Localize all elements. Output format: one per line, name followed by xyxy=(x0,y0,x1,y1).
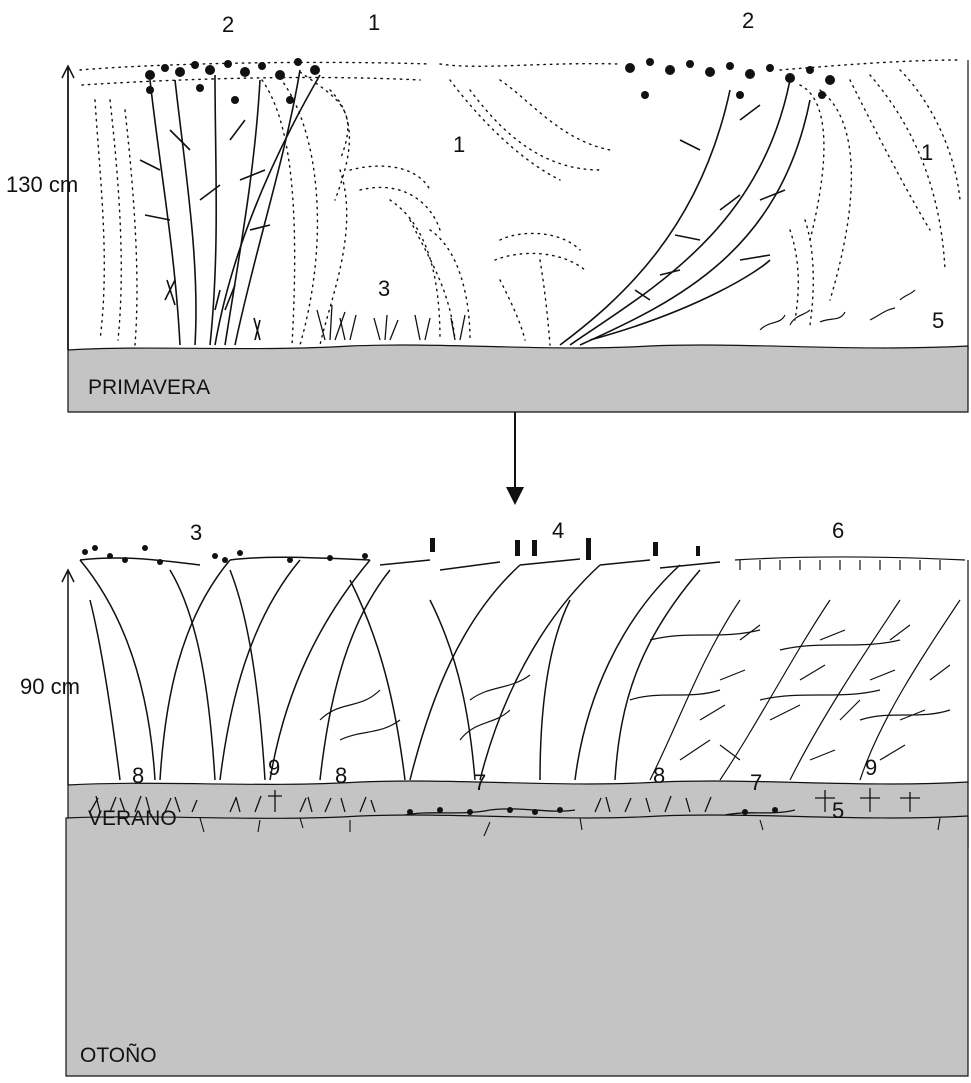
label-8-a: 8 xyxy=(132,765,144,787)
flowering-plant-left xyxy=(140,70,320,345)
label-1-right: 1 xyxy=(921,142,933,164)
label-7-b: 7 xyxy=(750,772,762,794)
height-arrow-primavera xyxy=(62,66,74,350)
label-3-summer: 3 xyxy=(190,522,202,544)
label-2-left: 2 xyxy=(222,14,234,36)
flow-arrow-1 xyxy=(506,412,524,505)
season-label-verano: VERANO xyxy=(88,808,177,829)
small-plants xyxy=(760,290,915,330)
label-9-b: 9 xyxy=(865,757,877,779)
flower-spikes xyxy=(430,538,700,560)
branched-shrubs xyxy=(320,557,965,780)
label-5-summer: 5 xyxy=(832,800,844,822)
label-1-top: 1 xyxy=(368,12,380,34)
grass-seedheads xyxy=(82,545,368,565)
height-label-verano: 90 cm xyxy=(20,676,80,698)
summer-grasses xyxy=(80,557,720,780)
height-label-primavera: 130 cm xyxy=(6,174,78,196)
ground-otono xyxy=(66,815,968,1076)
season-label-otono: OTOÑO xyxy=(80,1045,157,1066)
label-1-center: 1 xyxy=(453,134,465,156)
stipple-canopy xyxy=(80,60,960,345)
label-2-right: 2 xyxy=(742,10,754,32)
label-9-a: 9 xyxy=(268,757,280,779)
label-8-b: 8 xyxy=(335,765,347,787)
label-7-a: 7 xyxy=(474,772,486,794)
label-8-c: 8 xyxy=(653,765,665,787)
label-3: 3 xyxy=(378,278,390,300)
label-4: 4 xyxy=(552,520,564,542)
flowering-plant-right xyxy=(560,80,810,345)
label-6: 6 xyxy=(832,520,844,542)
panel-otono xyxy=(66,788,968,1076)
grass-tufts xyxy=(317,305,465,340)
season-label-primavera: PRIMAVERA xyxy=(88,377,210,398)
label-5: 5 xyxy=(932,310,944,332)
panel-primavera xyxy=(62,58,968,412)
